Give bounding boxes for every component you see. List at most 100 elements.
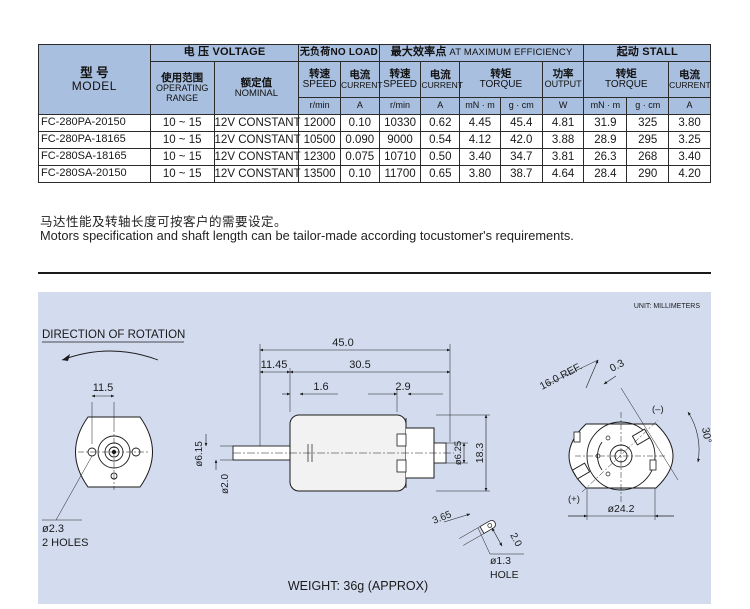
cell-me-current: 0.62 — [420, 114, 461, 132]
minus-label: (–) — [652, 404, 664, 415]
cell-me-current: 0.50 — [420, 148, 461, 166]
cell-model: FC-280PA-20150 — [38, 114, 151, 132]
dim-24-2: ø24.2 — [608, 503, 635, 515]
dim-1-3: ø1.3 — [490, 555, 511, 567]
header-max-efficiency: 最大效率点 AT MAXIMUM EFFICIENCY — [378, 44, 585, 62]
cell-st-torque-mn: 31.9 — [583, 114, 628, 132]
operating-en2: RANGE — [166, 92, 199, 103]
cell-me-output: 4.81 — [541, 114, 585, 132]
divider-rule — [38, 272, 711, 274]
st-current-cn: 电流 — [679, 68, 701, 81]
max-eff-cn: 最大效率点 — [390, 46, 447, 59]
cell-st-current: 3.40 — [668, 148, 711, 166]
dim-2-0-shaft: ø2.0 — [220, 474, 231, 494]
cell-st-current: 3.25 — [668, 131, 711, 149]
nl-speed-en: SPEED — [302, 78, 337, 90]
cell-nl-speed: 12000 — [298, 114, 341, 132]
cell-st-torque-g: 268 — [626, 148, 670, 166]
me-output-en: OUTPUT — [544, 79, 582, 90]
dim-3-65-line — [443, 513, 471, 523]
note-english: Motors specification and shaft length ca… — [40, 228, 574, 243]
cell-me-current: 0.54 — [420, 131, 461, 149]
operating-en1: OPERATING — [155, 83, 209, 94]
cell-model: FC-280SA-20150 — [38, 165, 151, 183]
cell-st-torque-mn: 28.9 — [583, 131, 628, 149]
unit-nl-current: A — [339, 97, 380, 115]
cell-me-torque-g: 42.0 — [499, 131, 543, 149]
front-view: DIRECTION OF ROTATION 11.5 ø2.3 2 HOLES — [42, 329, 185, 549]
dim-3-65: 3.65 — [431, 509, 454, 527]
rear-tab-right — [649, 459, 657, 471]
cell-nl-current: 0.10 — [339, 114, 380, 132]
dim-45: 45.0 — [332, 337, 353, 349]
cell-range: 10 ~ 15 — [149, 131, 215, 149]
rotation-arrowhead-icon — [62, 354, 70, 361]
units-label: UNIT: MILLIMETERS — [634, 303, 700, 310]
unit-nl-speed: r/min — [298, 97, 341, 115]
dim-0-3-arrow — [603, 375, 617, 385]
rear-view: (–) (+) 16.0 REF. 0.3 30° ø24.2 — [538, 357, 714, 520]
header-model-en: MODEL — [71, 78, 117, 93]
dim-6-15: ø6.15 — [194, 441, 205, 467]
cell-me-speed: 10330 — [378, 114, 422, 132]
cell-nominal: 12V CONSTANT — [213, 114, 301, 132]
cell-st-torque-mn: 26.3 — [583, 148, 628, 166]
me-speed-cn: 转速 — [389, 67, 411, 80]
cell-model: FC-280PA-18165 — [38, 131, 151, 149]
rear-terminal-axis — [581, 419, 659, 493]
dim-2-3: ø2.3 — [42, 523, 64, 535]
cell-nl-current: 0.075 — [339, 148, 380, 166]
nominal-cn: 额定值 — [240, 76, 273, 89]
nominal-en: NOMINAL — [234, 87, 278, 99]
dim-2-9: 2.9 — [395, 381, 410, 393]
cell-st-current: 3.80 — [668, 114, 711, 132]
cell-me-speed: 11700 — [378, 165, 422, 183]
cell-st-torque-g: 290 — [626, 165, 670, 183]
leader-1-3 — [477, 527, 491, 555]
me-torque-cn: 转矩 — [490, 67, 512, 80]
header-model: 型 号 MODEL — [38, 44, 151, 115]
rear-brush-arc — [597, 441, 603, 471]
terminal-hole — [487, 523, 493, 528]
rear-terminal-minus — [631, 428, 651, 446]
cell-nl-speed: 12300 — [298, 148, 341, 166]
dim-16-ref-arrow — [585, 359, 599, 389]
rotation-arrow — [61, 350, 159, 361]
me-current-en: CURRENT — [421, 79, 464, 90]
me-speed-en: SPEED — [383, 78, 417, 90]
cell-nl-speed: 13500 — [298, 165, 341, 183]
nl-current-cn: 电流 — [349, 68, 371, 81]
unit-st-torque-g: g · cm — [626, 97, 670, 115]
hole-label: HOLE — [490, 569, 519, 581]
dim-11-45: 11.45 — [261, 359, 288, 371]
cell-st-torque-g: 325 — [626, 114, 670, 132]
cell-me-current: 0.65 — [420, 165, 461, 183]
drawing-svg: UNIT: MILLIMETERS DIRECTION OF ROTATION … — [42, 303, 714, 593]
leader-30deg — [620, 387, 679, 481]
cell-me-output: 4.64 — [541, 165, 585, 183]
st-current-en: CURRENT — [669, 79, 711, 90]
cell-range: 10 ~ 15 — [149, 165, 215, 183]
terminal-tab — [459, 520, 497, 546]
header-nominal: 额定值 NOMINAL — [213, 61, 300, 115]
terminal-tab-outline — [479, 520, 497, 535]
max-eff-en: AT MAXIMUM EFFICIENCY — [446, 47, 573, 59]
dim-30deg-arc — [687, 411, 700, 463]
cell-nominal: 12V CONSTANT — [213, 148, 301, 166]
cell-me-speed: 10710 — [378, 148, 422, 166]
cell-me-torque-mn: 4.45 — [459, 114, 501, 132]
terminal-detail: 3.65 2.0 ø1.3 HOLE — [431, 509, 524, 581]
rear-tab-left — [573, 431, 581, 443]
me-current-cn: 电流 — [429, 68, 451, 81]
cell-me-output: 3.88 — [541, 131, 585, 149]
cell-me-torque-mn: 3.40 — [459, 148, 501, 166]
terminal-ext-a — [459, 526, 481, 539]
